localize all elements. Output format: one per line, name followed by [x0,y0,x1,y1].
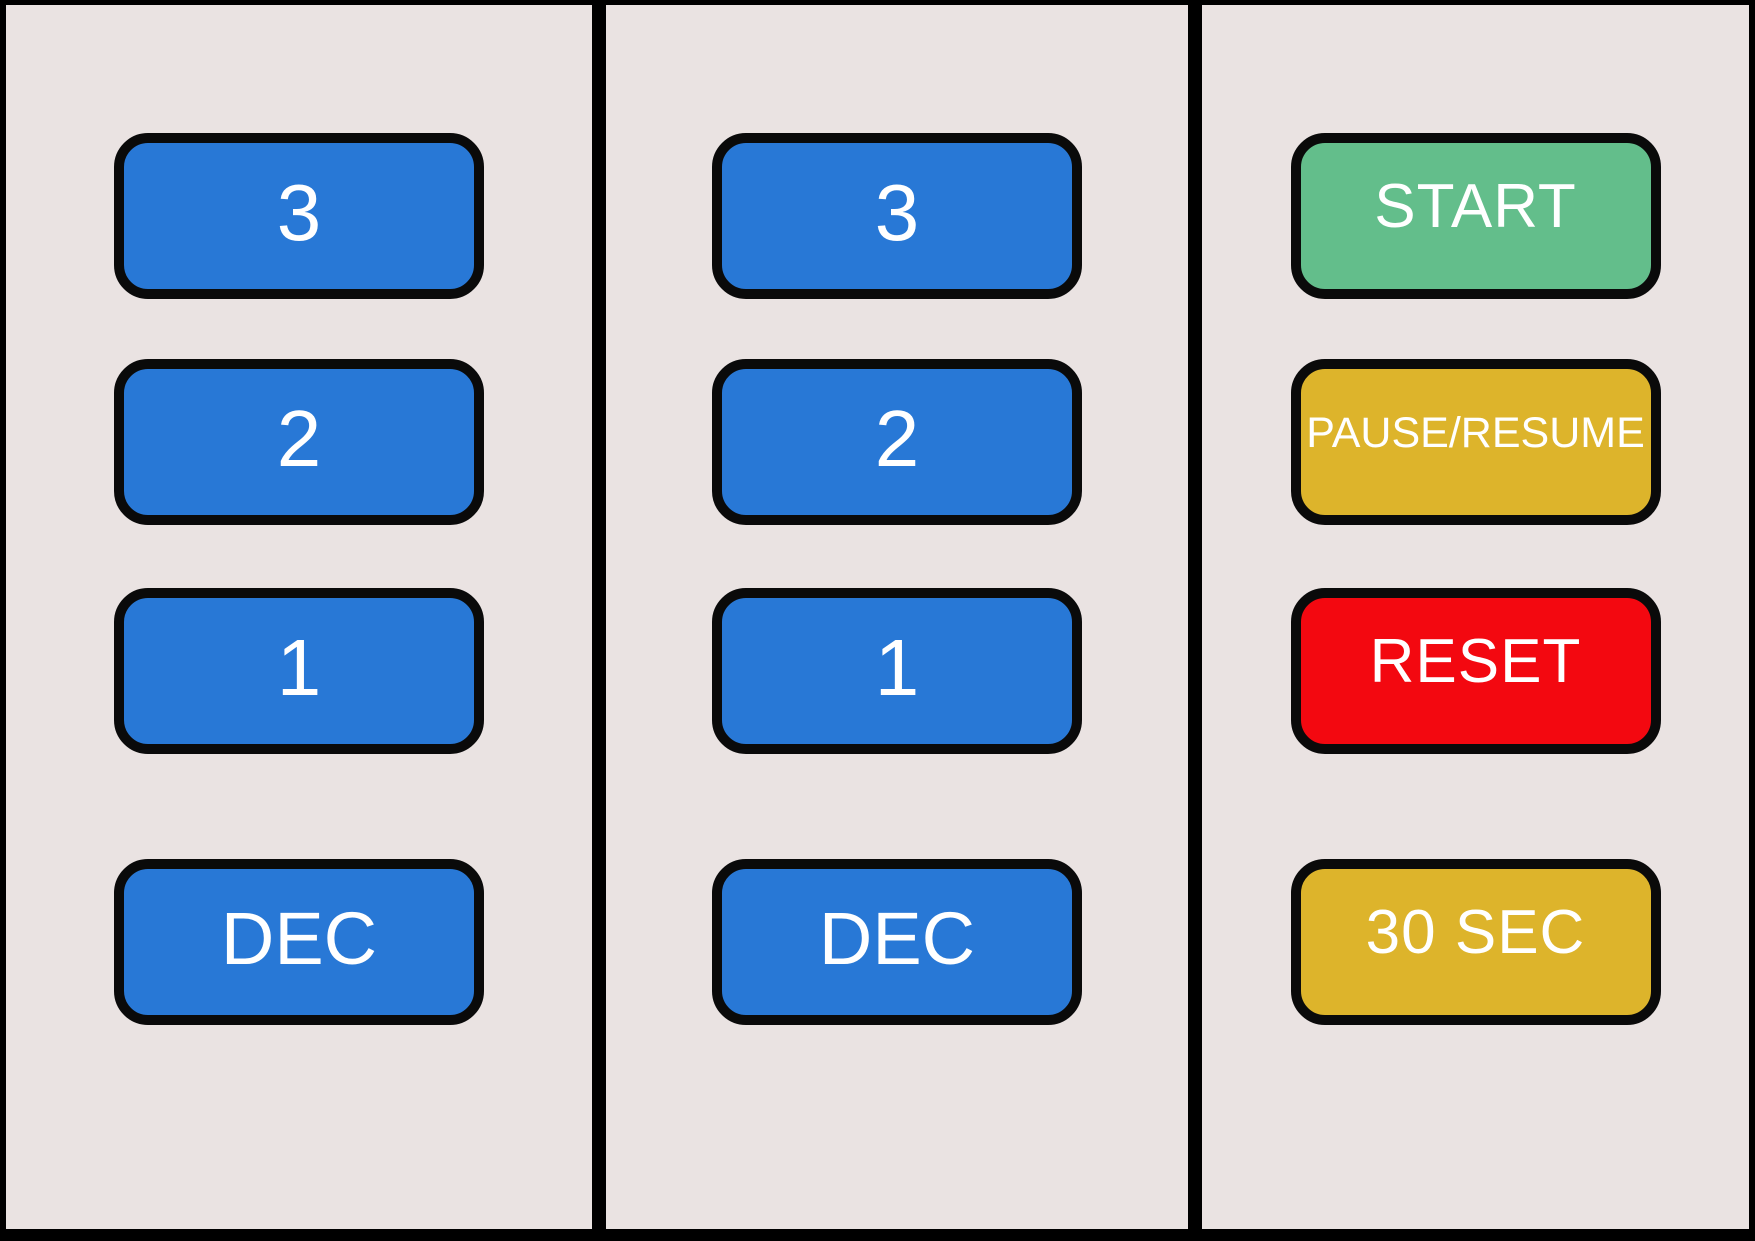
left-score-3-button[interactable]: 3 [114,133,484,299]
right-score-column: 3 2 1 DEC [606,5,1188,1229]
timer-controls-column: START PAUSE/RESUME RESET 30 SEC [1202,5,1749,1229]
right-score-1-button[interactable]: 1 [712,588,1082,754]
pause-resume-button[interactable]: PAUSE/RESUME [1290,359,1661,525]
reset-button[interactable]: RESET [1290,588,1661,754]
right-score-2-button[interactable]: 2 [712,359,1082,525]
start-button[interactable]: START [1290,133,1661,299]
right-score-dec-button[interactable]: DEC [712,859,1082,1025]
left-score-column: 3 2 1 DEC [6,5,592,1229]
right-score-3-button[interactable]: 3 [712,133,1082,299]
thirty-sec-button[interactable]: 30 SEC [1290,859,1661,1025]
left-score-2-button[interactable]: 2 [114,359,484,525]
left-score-dec-button[interactable]: DEC [114,859,484,1025]
left-score-1-button[interactable]: 1 [114,588,484,754]
